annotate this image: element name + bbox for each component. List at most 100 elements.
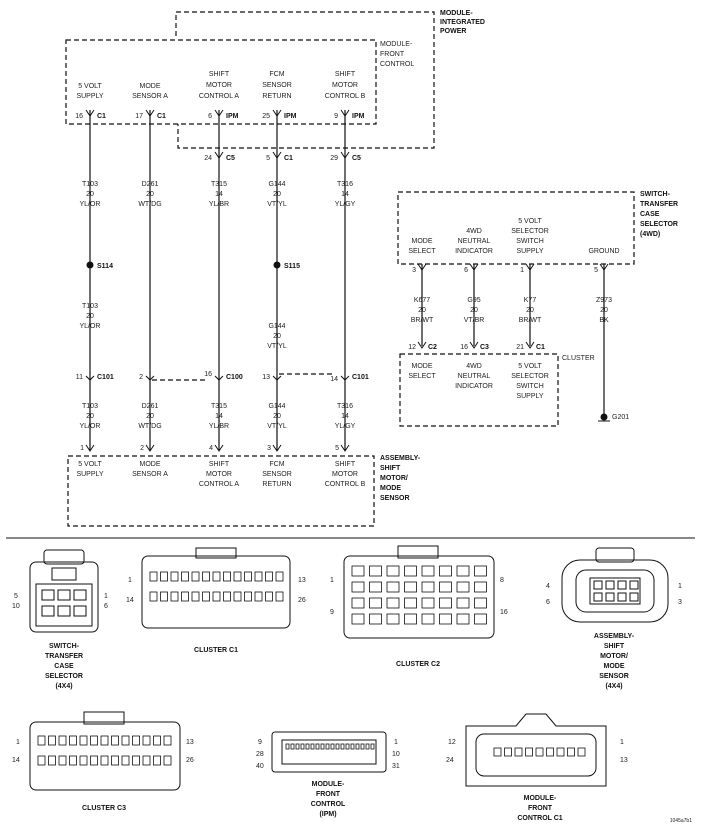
- pin-number: 1: [678, 583, 682, 590]
- wire-color: YL/BR: [209, 423, 229, 430]
- pin-cavity: [360, 743, 365, 750]
- pin-cavity: [369, 597, 382, 609]
- pin-label: SUPPLY: [76, 471, 103, 478]
- wire-color: YL/GY: [335, 423, 356, 430]
- assembly-label-3: MOTOR/: [380, 475, 408, 482]
- pin-number: 29: [330, 155, 338, 162]
- wire-color: YL/GY: [335, 201, 356, 208]
- pin-cavity: [474, 581, 487, 593]
- pin-number: 3: [412, 267, 416, 274]
- wire-code: T315: [211, 181, 227, 188]
- figure-id: 1045a7b1: [670, 818, 692, 824]
- pin-label: NEUTRAL: [458, 238, 491, 245]
- pin-number: 3: [678, 599, 682, 606]
- pin-number: 16: [75, 113, 83, 120]
- assembly-label-2: SHIFT: [380, 465, 401, 472]
- wire-color: YL/OR: [79, 423, 100, 430]
- pin-number: 31: [392, 763, 400, 770]
- pin-cavity: [90, 755, 98, 766]
- wire-gauge: 20: [146, 191, 154, 198]
- connector-name: CASE: [54, 663, 74, 670]
- pin-number: 26: [186, 757, 194, 764]
- pin-number: 16: [204, 371, 212, 378]
- cluster-label: CLUSTER: [562, 355, 595, 362]
- pin-cavity: [525, 747, 533, 757]
- pin-cavity: [386, 565, 400, 577]
- switch-label-5: (4WD): [640, 231, 660, 238]
- wire-gauge: 14: [215, 191, 223, 198]
- wire-gauge: 20: [470, 307, 478, 314]
- pin-cavity: [69, 755, 77, 766]
- pin-number: 17: [135, 113, 143, 120]
- wire-color: VT/YL: [267, 343, 287, 350]
- pin-cavity: [474, 597, 487, 609]
- connector-name: (4X4): [55, 683, 72, 690]
- pin-number: 12: [408, 344, 416, 351]
- wire-gauge: 20: [273, 333, 281, 340]
- front-control-label-2: FRONT: [380, 51, 405, 58]
- wire-gauge: 20: [146, 413, 154, 420]
- pin-label: 5 VOLT: [78, 461, 102, 468]
- connector-name: (4X4): [605, 683, 622, 690]
- pin-cavity: [111, 755, 119, 766]
- connector-id: C1: [157, 113, 166, 120]
- pin-label: SUPPLY: [516, 248, 543, 255]
- ground-symbol: G201: [598, 413, 629, 422]
- pin-label: MOTOR: [206, 471, 232, 478]
- cluster-module: CLUSTER 12 C2 16 C3 21 C1 MODE SELECT 4W…: [399, 341, 595, 427]
- pin-cavity: [295, 743, 300, 750]
- pin-number: 5: [594, 267, 598, 274]
- pin-number: 26: [298, 597, 306, 604]
- pin-label: INDICATOR: [455, 248, 493, 255]
- splices: S114 S115: [86, 261, 300, 270]
- pin-cavity: [404, 597, 417, 609]
- pin-label: CONTROL B: [325, 93, 366, 100]
- integrated-power-label-1: MODULE-: [440, 10, 473, 17]
- pin-cavity: [132, 735, 140, 746]
- pin-number: 1: [620, 739, 624, 746]
- pin-number: 10: [12, 603, 20, 610]
- pin-cavity: [254, 591, 263, 602]
- pin-number: 14: [126, 597, 134, 604]
- pin-cavity: [386, 581, 400, 593]
- pin-cavity: [90, 735, 98, 746]
- pin-cavity: [439, 597, 452, 609]
- pin-number: 1: [330, 577, 334, 584]
- wire-code: G144: [268, 403, 285, 410]
- pin-cavity: [474, 565, 487, 577]
- pin-label: MOTOR: [206, 82, 232, 89]
- connector-name: CLUSTER C3: [82, 805, 126, 812]
- wire-gauge: 20: [526, 307, 534, 314]
- connector-name: CONTROL C1: [517, 815, 562, 822]
- pin-label: 5 VOLT: [78, 83, 102, 90]
- circuit-wires: [85, 109, 350, 452]
- pin-number: 25: [262, 113, 270, 120]
- pin-cavity: [233, 571, 242, 582]
- pin-cavity: [160, 571, 168, 582]
- connector-front-control-c1: 12 24 1 13 MODULE- FRONT CONTROL C1: [446, 713, 628, 822]
- pin-label: SELECTOR: [511, 228, 549, 235]
- pin-label: FCM: [269, 71, 284, 78]
- connector-id: C1: [97, 113, 106, 120]
- connector-name: ASSEMBLY-: [594, 633, 635, 640]
- connector-name: MODULE-: [312, 781, 345, 788]
- pin-number: 5: [14, 593, 18, 600]
- pin-cavity: [439, 565, 452, 577]
- connector-id: IPM: [284, 113, 297, 120]
- pin-number: 13: [262, 374, 270, 381]
- pin-number: 13: [186, 739, 194, 746]
- connector-cluster-c3: 1 14 13 26 CLUSTER C3: [12, 711, 194, 812]
- pin-cavity: [351, 565, 365, 577]
- pin-label: CONTROL B: [325, 481, 366, 488]
- pin-cavity: [275, 571, 284, 582]
- pin-cavity: [290, 743, 295, 750]
- pin-cavity: [300, 743, 305, 750]
- pin-cavity: [37, 735, 46, 746]
- pin-label: RETURN: [262, 481, 291, 488]
- pin-cavity: [567, 747, 575, 757]
- wire-code: T103: [82, 181, 98, 188]
- connector-id: C2: [428, 344, 437, 351]
- pin-cavity: [456, 613, 470, 625]
- connector-name: MODE: [604, 663, 625, 670]
- pin-cavity: [153, 755, 161, 766]
